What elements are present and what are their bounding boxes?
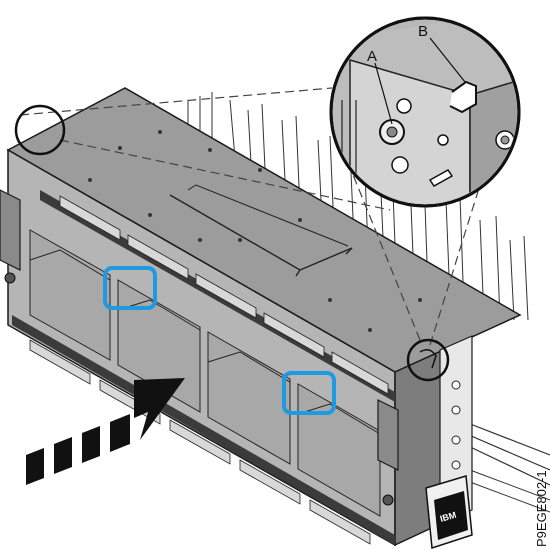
callout-b-leader [429,37,466,83]
push-direction-arrow [26,378,185,485]
zoom-guide-lines [19,87,481,346]
callout-a-leader [374,62,393,125]
left-mounting-ear [0,189,21,271]
locator-circle-right [406,338,450,382]
hook-slot [449,80,477,114]
callout-a-label: A [367,48,377,65]
figure-id: P9EGE802-1 [534,470,549,547]
right-mounting-ear [377,399,399,471]
ibm-logo-text: IBM [439,510,458,524]
handle-highlight-left [103,266,157,310]
server-chassis [0,87,522,547]
handle-highlight-right [282,371,336,415]
ibm-release-tab: IBM [425,475,473,550]
callout-b-label: B [418,23,428,40]
locator-circle-left [14,104,66,156]
detail-magnifier [329,16,521,208]
